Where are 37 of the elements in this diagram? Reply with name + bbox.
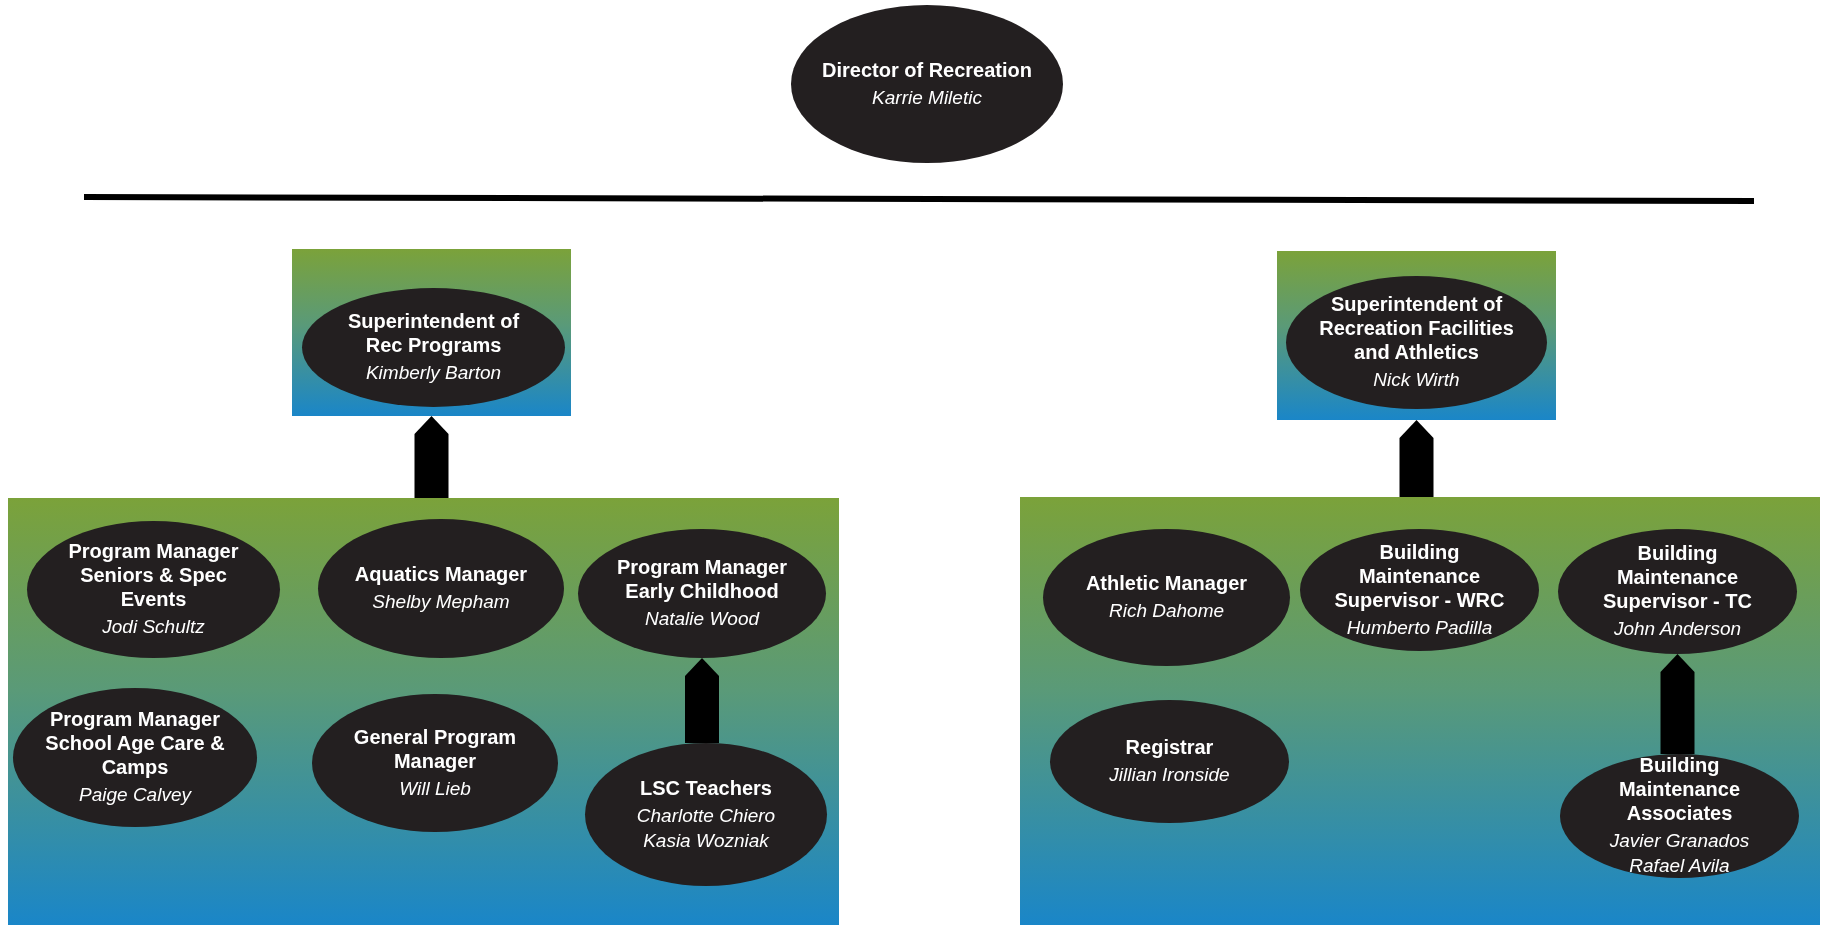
person-name: Jillian Ironside	[1109, 763, 1230, 788]
role-title: LSC Teachers	[640, 775, 772, 800]
gradient-panel	[1020, 497, 1820, 925]
block-arrow	[685, 658, 719, 743]
person-name: Nick Wirth	[1373, 368, 1460, 393]
role-title: Aquatics Manager	[354, 562, 528, 587]
role-title: Registrar	[1125, 735, 1214, 760]
person-name: Jodi Schultz	[102, 615, 205, 640]
role-title: Athletic Manager	[1085, 571, 1248, 596]
person-name: Kasia Wozniak	[643, 828, 769, 853]
gradient-panel	[292, 249, 571, 416]
person-name: John Anderson	[1613, 617, 1742, 642]
person-name: Shelby Mepham	[372, 590, 510, 615]
gradient-panel	[8, 498, 839, 925]
role-title: Building Maintenance Supervisor - WRC	[1333, 539, 1506, 612]
role-title: Director of Recreation	[821, 57, 1033, 82]
role-title: Building Maintenance Supervisor - TC	[1602, 541, 1753, 614]
block-arrow	[414, 416, 449, 498]
role-title: Program Manager School Age Care & Camps	[44, 707, 226, 780]
person-name: Humberto Padilla	[1346, 615, 1493, 640]
role-title: Superintendent of Recreation Facilities and Athletics	[1318, 292, 1515, 365]
role-title: Building Maintenance Associates	[1617, 753, 1742, 826]
role-title: Superintendent of Rec Programs	[346, 309, 521, 358]
person-name: Javier Granados	[1609, 829, 1750, 854]
person-name: Will Lieb	[399, 776, 471, 801]
role-title: General Program Manager	[352, 724, 518, 773]
role-title: Program Manager Seniors & Spec Events	[67, 539, 240, 612]
person-name: Rafael Avila	[1629, 854, 1730, 878]
person-name: Karrie Miletic	[872, 85, 982, 110]
role-title: Program Manager Early Childhood	[615, 555, 789, 604]
person-name: Kimberly Barton	[365, 361, 502, 386]
person-name: Natalie Wood	[644, 607, 760, 632]
block-arrow	[1399, 420, 1434, 497]
person-name: Charlotte Chiero	[636, 803, 776, 828]
person-name: Rich Dahome	[1108, 599, 1225, 624]
person-name: Paige Calvey	[79, 783, 191, 808]
gradient-panel	[1277, 251, 1556, 420]
